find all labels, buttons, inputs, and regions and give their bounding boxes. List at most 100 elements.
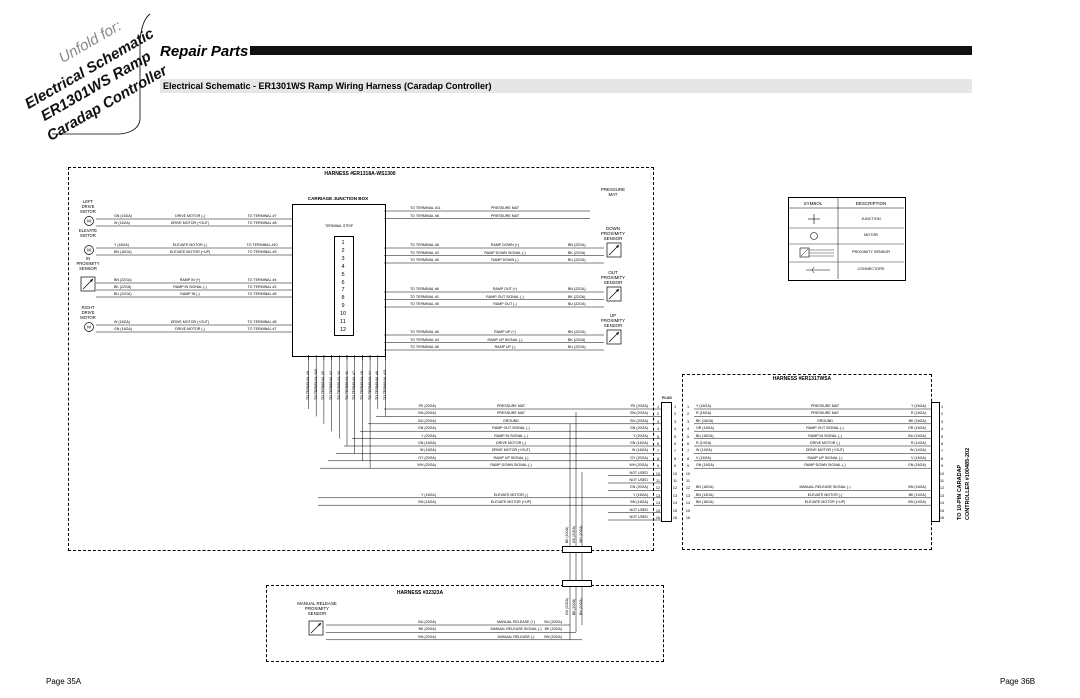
- connector-pin-right: 16: [672, 516, 678, 520]
- bottom-wire-label: WH (20GA): [579, 525, 583, 543]
- terminal-number: 7: [341, 287, 345, 294]
- connector-wire-description: ELEVATE MOTOR (-): [493, 492, 529, 497]
- wire-color: BK (22GA): [114, 285, 132, 289]
- wire-description: DRIVE MOTOR (+OUT): [170, 320, 210, 324]
- proximity-sensor-icon: [80, 276, 96, 292]
- unfold-label: Unfold for: Electrical Schematic ER1301W…: [8, 4, 170, 144]
- connector-wire-color: W (16GA): [420, 448, 436, 453]
- h2-pin-left: 6: [686, 442, 690, 446]
- terminal-number: 5: [341, 271, 345, 278]
- harness-32323a-frame: [266, 585, 664, 662]
- connector-pin: 11: [656, 479, 660, 483]
- wire-description: RAMP OUT (+): [492, 287, 518, 291]
- connector-wire-color: WH (20GA): [417, 463, 436, 468]
- connector-pin: 10: [655, 471, 661, 476]
- terminal-number: 12: [339, 326, 347, 333]
- wire-description: DRIVE MOTOR (-): [175, 214, 205, 218]
- connector-pin: 1: [656, 405, 660, 409]
- h2-wire-color: BK (16GA): [696, 418, 714, 423]
- h2-pin-right: 14: [939, 501, 945, 506]
- h3-wire-description: MANUAL RELEASE SIGNAL (-): [490, 627, 542, 632]
- left-component-name: ELEVATE MOTOR: [78, 228, 98, 238]
- h2-wire-color-2: R (16GA): [910, 411, 926, 416]
- h2-pin-right: 2: [940, 412, 944, 417]
- terminal-number: 9: [341, 303, 345, 310]
- connector-pin-right: 13: [672, 493, 678, 498]
- connector-pin: 13: [655, 493, 661, 498]
- vertical-terminal-label: TO TERMINAL #11: [383, 369, 387, 400]
- h2-pin-right: 4: [940, 427, 944, 432]
- connector-pin-right: 12: [672, 486, 678, 491]
- h2-pin-left: 4: [686, 427, 690, 432]
- connector-pin-right: 10: [672, 471, 678, 476]
- wire-terminal: TO TERMINAL #1: [410, 294, 439, 299]
- connector-wire-color: BU (20GA): [418, 418, 436, 423]
- h2-wire-color: W (14GA): [696, 448, 712, 453]
- h2-pin-left: 14: [685, 501, 691, 506]
- bottom-wire-label: BK (20GA): [565, 526, 569, 543]
- h2-pin-right: 11: [940, 479, 944, 483]
- h2-wire-color: Y (16GA): [696, 404, 711, 408]
- wire-color: BK (22GA): [568, 337, 586, 342]
- wire-description: ELEVATE MOTOR (-): [172, 243, 208, 247]
- h2-pin-left: 12: [685, 486, 691, 491]
- connector-pin-right: 5: [673, 434, 677, 439]
- terminal-strip: [334, 236, 354, 336]
- motor-icon: M: [84, 245, 94, 255]
- wire-description: RAMP OUT (-): [493, 302, 517, 306]
- proximity-sensor-icon: [606, 329, 622, 345]
- h2-pin-left: 13: [685, 493, 691, 498]
- h2-wire-description: RAMP DOWN SIGNAL (-): [804, 463, 846, 468]
- left-component-name: RIGHT DRIVE MOTOR: [80, 305, 96, 320]
- connector-pin: 12: [655, 486, 661, 491]
- wire-terminal: TO TERMINAL #7: [247, 214, 277, 218]
- legend-symbol-header: SYMBOL: [803, 201, 823, 206]
- wire-terminal: TO TERMINAL #6: [410, 287, 439, 291]
- legend-item: CONNECTORS: [857, 267, 885, 271]
- wire-color: W (16GA): [114, 320, 130, 324]
- connector-wire-color-2: BN (20GA): [630, 411, 648, 416]
- harness-32323a-title: HARNESS #32323A: [396, 590, 444, 596]
- h2-wire-color: BN (16GA): [696, 485, 714, 490]
- connector-wire-description: RAMP OUT SIGNAL (-): [492, 426, 530, 431]
- wire-color: BU (22GA): [568, 302, 586, 306]
- connector-block-lower: [562, 580, 592, 587]
- h2-wire-color: GN (16GA): [696, 463, 714, 468]
- vertical-terminal-label: TO TERMINAL #4: [367, 371, 372, 400]
- connector-wire-color-2: W (16GA): [632, 448, 648, 453]
- connector-wire-description: DRIVE MOTOR (+OUT): [491, 448, 531, 453]
- h2-pin-left: 9: [686, 464, 690, 469]
- connector-pin-right: 4: [673, 427, 677, 432]
- legend-item: JUNCTION: [861, 217, 881, 221]
- h2-pin-right: 1: [940, 405, 944, 409]
- connector-pin: 6: [656, 442, 660, 446]
- connector-wire-description: RAMP DOWN SIGNAL (-): [490, 463, 532, 468]
- h2-wire-color: V (16GA): [696, 455, 711, 460]
- wire-color: BU (22GA): [114, 292, 132, 296]
- wire-terminal: TO TERMINAL #11: [410, 206, 441, 210]
- terminal-number: 10: [339, 311, 347, 318]
- wire-color: BN (22GA): [568, 243, 586, 247]
- wire-color: GN (16GA): [114, 327, 132, 331]
- connector-wire-color-2: PK (20GA): [630, 404, 648, 408]
- vertical-terminal-label: TO TERMINAL #3: [336, 371, 341, 400]
- vertical-terminal-label: TO TERMINAL #1: [344, 371, 349, 400]
- connector-pin: 4: [656, 427, 660, 432]
- wire-description: RAMP DOWN SIGNAL (-): [484, 250, 526, 255]
- left-component-name: IN PROXIMITY SENSOR: [76, 256, 100, 271]
- h2-wire-description: RAMP OUT SIGNAL (-): [806, 426, 844, 431]
- motor-icon: M: [84, 322, 94, 332]
- terminal-number: 4: [341, 263, 345, 270]
- h2-wire-color-2: GN (16GA): [908, 463, 926, 468]
- bottom-wire-label: GN (20GA): [572, 526, 576, 543]
- h2-pin-left: 8: [686, 456, 690, 461]
- connector-pin: 15: [655, 508, 661, 513]
- connector-wire-color: BN (16GA): [418, 500, 436, 505]
- wire-terminal: TO TERMINAL #8: [247, 320, 277, 324]
- connector-wire-color: BN (20GA): [418, 411, 436, 416]
- connector-pin: 16: [655, 516, 661, 520]
- wire-terminal: TO TERMINAL #5: [410, 258, 439, 262]
- wire-description: PRESSURE MAT: [490, 213, 520, 218]
- connector-wire-color-2: NOT USED: [629, 470, 648, 475]
- wire-color: BK (22GA): [568, 294, 586, 299]
